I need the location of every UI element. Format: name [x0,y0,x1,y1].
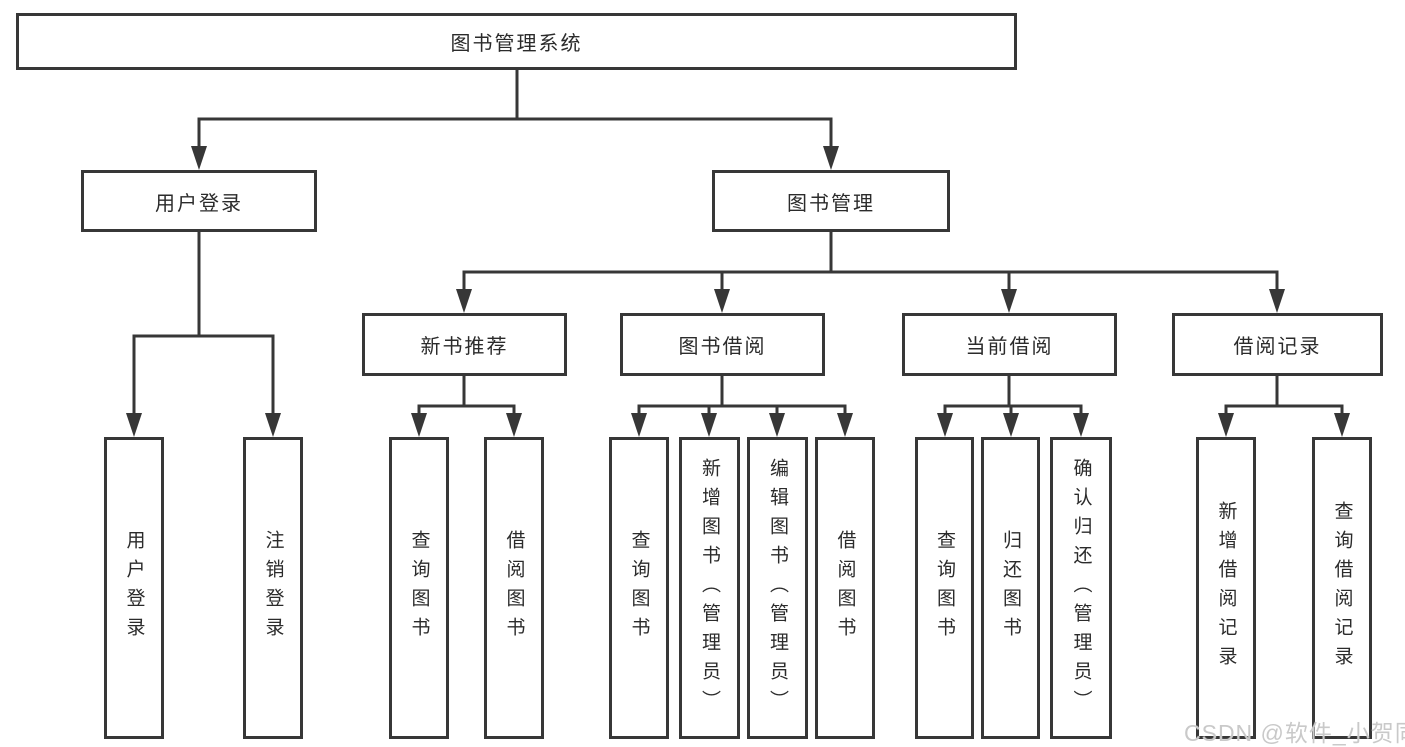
leaf-add-borrow-record-label: 新增借阅记录 [1215,501,1237,675]
node-book-management: 图书管理 [712,170,950,232]
leaf-add-borrow-record: 新增借阅记录 [1196,437,1256,739]
leaf-query-books-recommend: 查询图书 [389,437,449,739]
leaf-edit-books-admin: 编辑图书（管理员） [747,437,808,739]
leaf-return-books-label: 归还图书 [1000,530,1021,646]
leaf-logout: 注销登录 [243,437,303,739]
node-new-book-recommendation: 新书推荐 [362,313,567,376]
node-library-management-system: 图书管理系统 [16,13,1017,70]
leaf-add-books-admin-label: 新增图书（管理员） [699,457,720,719]
node-borrowing-records: 借阅记录 [1172,313,1383,376]
leaf-query-books-borrow: 查询图书 [609,437,669,739]
leaf-return-books: 归还图书 [981,437,1040,739]
leaf-query-borrow-record: 查询借阅记录 [1312,437,1372,739]
leaf-query-books-current: 查询图书 [915,437,974,739]
leaf-borrow-books-recommend-label: 借阅图书 [503,530,525,646]
leaf-query-books-recommend-label: 查询图书 [408,530,430,646]
leaf-borrow-books: 借阅图书 [815,437,875,739]
leaf-logout-label: 注销登录 [262,530,284,646]
leaf-query-books-current-label: 查询图书 [934,530,955,646]
leaf-borrow-books-recommend: 借阅图书 [484,437,544,739]
leaf-user-login: 用户登录 [104,437,164,739]
leaf-add-books-admin: 新增图书（管理员） [679,437,740,739]
leaf-query-books-borrow-label: 查询图书 [628,530,650,646]
leaf-edit-books-admin-label: 编辑图书（管理员） [767,457,788,719]
node-user-login: 用户登录 [81,170,317,232]
arrowhead-group [126,146,1350,437]
csdn-watermark: CSDN @软件_小贺同学 [1184,720,1405,746]
leaf-borrow-books-label: 借阅图书 [834,530,856,646]
leaf-confirm-return-admin-label: 确认归还（管理员） [1070,457,1092,719]
node-current-borrowing: 当前借阅 [902,313,1117,376]
leaf-user-login-label: 用户登录 [123,530,145,646]
leaf-query-borrow-record-label: 查询借阅记录 [1331,501,1353,675]
leaf-confirm-return-admin: 确认归还（管理员） [1050,437,1112,739]
node-book-borrowing: 图书借阅 [620,313,825,376]
